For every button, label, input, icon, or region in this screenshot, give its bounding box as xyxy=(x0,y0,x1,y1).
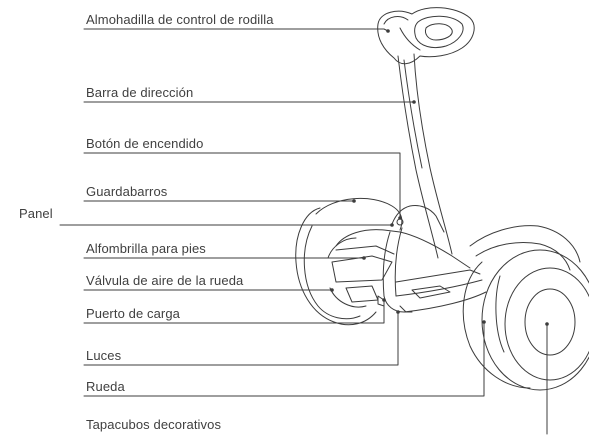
label-steering-bar: Barra de dirección xyxy=(86,85,194,100)
knee-control-pad-illustration xyxy=(377,7,475,65)
rear-wheel-illustration xyxy=(295,197,403,326)
label-tire-valve: Válvula de aire de la rueda xyxy=(86,273,244,288)
label-foot-mat: Alfombrilla para pies xyxy=(86,241,206,256)
label-fender: Guardabarros xyxy=(86,184,168,199)
callout-dots xyxy=(330,29,549,326)
label-knee-control-pad: Almohadilla de control de rodilla xyxy=(86,12,274,27)
steering-bar-illustration xyxy=(397,53,453,259)
label-wheel: Rueda xyxy=(86,379,125,394)
leader-lines xyxy=(59,28,548,435)
label-hubcap: Tapacubos decorativos xyxy=(86,417,222,432)
label-charging-port: Puerto de carga xyxy=(86,306,181,321)
scooter-body-illustration xyxy=(331,205,487,313)
label-lights: Luces xyxy=(86,348,122,363)
label-panel: Panel xyxy=(19,206,53,221)
front-wheel-illustration xyxy=(462,225,589,391)
label-power-button: Botón de encendido xyxy=(86,136,204,151)
